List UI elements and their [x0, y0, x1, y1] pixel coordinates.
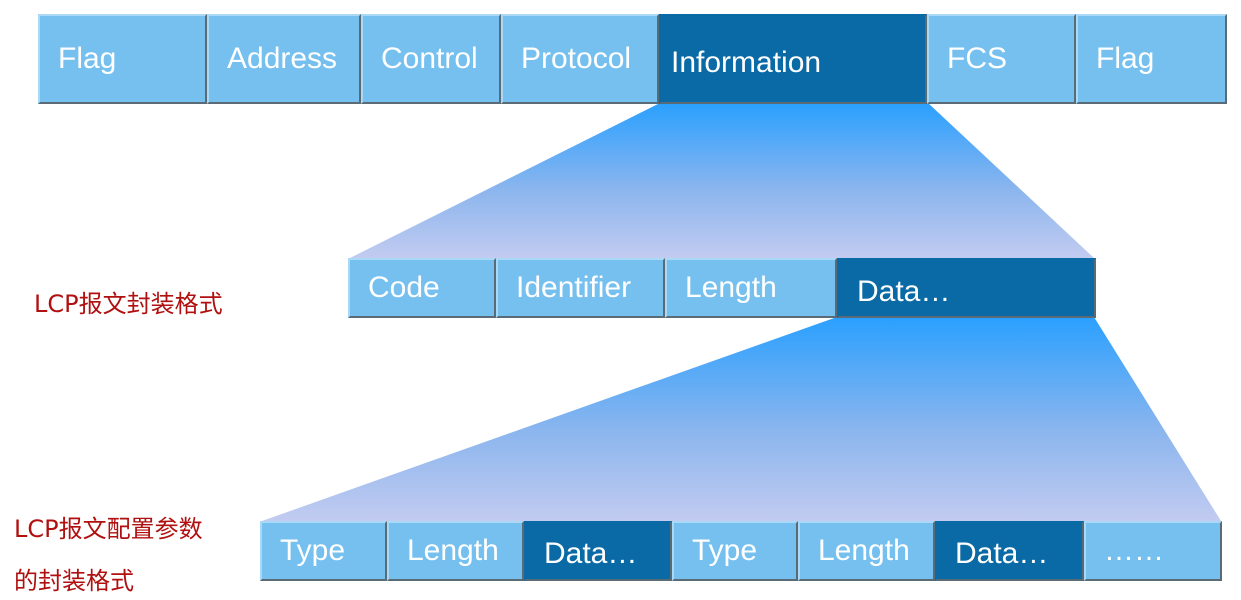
- field-data: Data…: [837, 258, 1096, 318]
- option-type: Type: [260, 521, 387, 581]
- field-length: Length: [665, 258, 837, 318]
- lcp-packet-format-label: LCP报文封装格式: [34, 290, 223, 318]
- funnel-data-to-options: [262, 317, 1221, 521]
- option-length: Length: [798, 521, 935, 581]
- field-identifier: Identifier: [496, 258, 665, 318]
- lcp-packet-row: Code Identifier Length Data…: [348, 258, 1096, 318]
- field-fcs: FCS: [927, 14, 1076, 104]
- field-code: Code: [348, 258, 496, 318]
- field-protocol: Protocol: [501, 14, 659, 104]
- field-flag-start: Flag: [38, 14, 207, 104]
- lcp-options-row: Type Length Data… Type Length Data… ……: [260, 521, 1222, 581]
- option-data: Data…: [935, 521, 1084, 581]
- option-data: Data…: [524, 521, 672, 581]
- field-information: Information: [659, 14, 927, 104]
- field-address: Address: [207, 14, 361, 104]
- field-control: Control: [361, 14, 501, 104]
- option-type: Type: [672, 521, 798, 581]
- option-length: Length: [387, 521, 524, 581]
- field-flag-end: Flag: [1076, 14, 1227, 104]
- ppp-frame-row: Flag Address Control Protocol Informatio…: [38, 14, 1227, 104]
- lcp-option-format-label-line1: LCP报文配置参数: [14, 515, 203, 543]
- lcp-option-format-label-line2: 的封装格式: [14, 567, 134, 595]
- option-ellipsis: ……: [1084, 521, 1222, 581]
- funnel-information-to-lcp: [350, 103, 1094, 258]
